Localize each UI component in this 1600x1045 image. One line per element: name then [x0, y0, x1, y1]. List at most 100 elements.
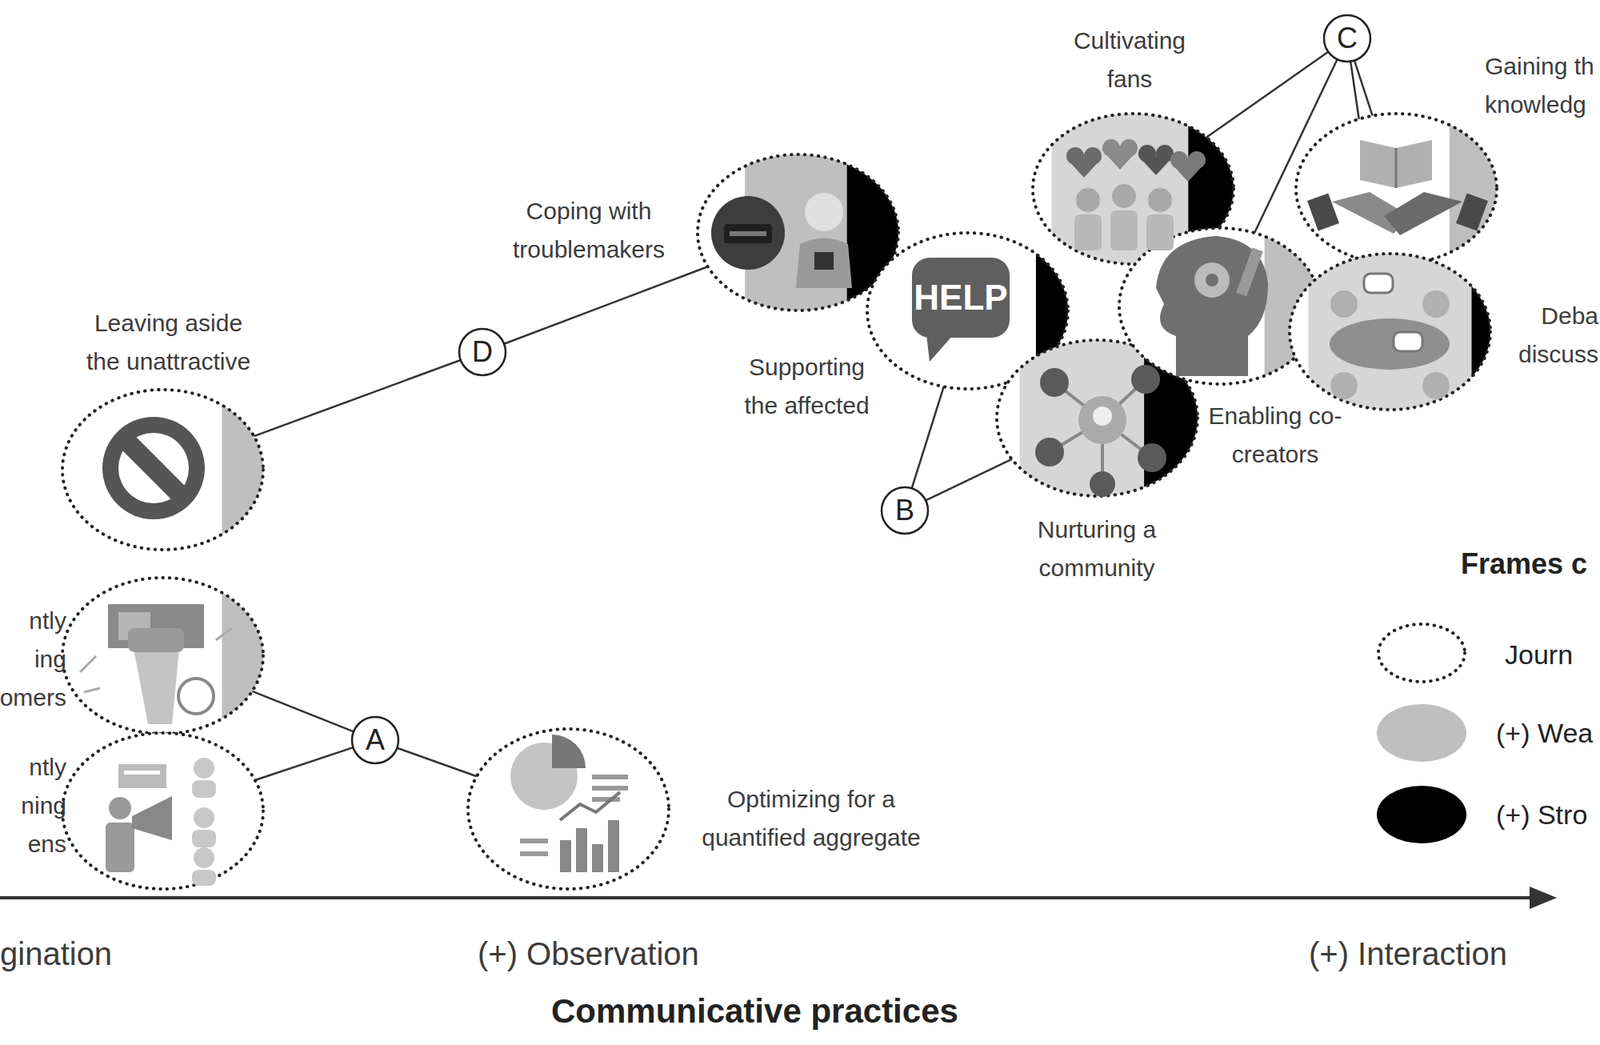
axis-line: [0, 896, 1535, 900]
axis-title: Communicative practices: [551, 992, 959, 1031]
legend-label: Journ: [1504, 636, 1573, 672]
callout-letter: B: [880, 485, 930, 536]
icon-shape: [592, 774, 628, 780]
icon-shape: [912, 257, 1010, 338]
icon-shape: [1456, 192, 1488, 231]
axis-label: (+) Observation: [477, 936, 700, 972]
axis-label: gination: [0, 936, 112, 972]
icon-shape: [1066, 158, 1102, 178]
frame-ellipse: ntly ning ens: [60, 731, 265, 891]
icon-shape: [1112, 184, 1136, 208]
node-outline: [1117, 226, 1322, 386]
icon-shape: [804, 192, 844, 232]
leader-line: [1206, 52, 1328, 138]
icon-shape: [128, 628, 184, 652]
icon-shape: [1138, 144, 1156, 163]
icon-shape: [1074, 214, 1102, 251]
icon-shape: [592, 785, 628, 791]
axis-label: (+) Interaction: [1308, 936, 1508, 972]
icon-shape: [724, 224, 772, 244]
icon-shape: [560, 792, 620, 820]
node-outline: [466, 727, 671, 891]
icon-shape: [592, 844, 604, 872]
icon-shape: [1148, 188, 1172, 212]
leader-line: [255, 747, 354, 780]
callout-circle: C: [1322, 13, 1372, 64]
icon-shape: [178, 678, 214, 714]
icon-shape: [118, 612, 151, 640]
icon-shape: [1092, 406, 1112, 426]
dotted-outline: [62, 389, 264, 550]
icon-shape: [102, 416, 205, 520]
icon-shape: [1384, 192, 1463, 236]
leader-line: [925, 459, 1012, 501]
callout-circle: B: [880, 485, 930, 536]
icon-shape: [1205, 273, 1219, 287]
legend-swatch: [1376, 785, 1467, 844]
icon-shape: [1170, 162, 1206, 182]
leader-line: [504, 266, 708, 344]
icon-shape: [1360, 140, 1432, 188]
frame-ellipse: Coping with troublemakers: [696, 152, 900, 312]
icon-shape: [132, 640, 180, 724]
icon-shape: [926, 334, 954, 362]
leader-line: [912, 386, 944, 488]
frame-label: ntly ing omers: [0, 601, 67, 717]
icon-shape: [576, 828, 588, 872]
dotted-outline: [1289, 253, 1491, 410]
node-outline: [1294, 112, 1499, 266]
legend-label: (+) Stro: [1496, 796, 1588, 832]
icon-shape: [729, 231, 767, 236]
icon-shape: [1364, 273, 1393, 293]
icon-shape: [1102, 139, 1120, 157]
icon-shape: [112, 427, 195, 509]
frame-ellipse: Deba discuss: [1288, 252, 1492, 412]
icon-shape: [1188, 151, 1206, 169]
icon-shape: [193, 847, 215, 868]
legend-label: (+) Wea: [1496, 715, 1593, 751]
icon-shape: [105, 822, 135, 872]
icon-shape: [1137, 443, 1167, 472]
icon-shape: [1110, 210, 1138, 251]
icon-shape: [560, 840, 572, 872]
icon-shape: [1076, 188, 1100, 212]
dotted-outline: [1296, 113, 1497, 264]
frame-label: Leaving aside the unattractive: [78, 304, 259, 381]
icon-shape: [510, 742, 578, 810]
frame-ellipse: ntly ing omers: [60, 576, 265, 736]
icon-shape: [193, 757, 215, 779]
icon-shape: [1393, 332, 1423, 352]
ellipse-fill: [62, 732, 264, 889]
frame-label: Optimizing for a quantified aggregate: [691, 780, 932, 857]
icon-shape: [1078, 396, 1127, 444]
icon-shape: [814, 252, 834, 270]
icon-shape: [108, 796, 132, 820]
legend-title: Frames c: [1460, 547, 1588, 581]
icon-shape: [1146, 214, 1174, 251]
icon-shape: [1395, 148, 1398, 188]
weak-shade: [221, 388, 265, 552]
frame-label: Coping with troublemakers: [500, 192, 677, 269]
ellipse-fill: [468, 728, 669, 889]
icon-shape: [1084, 147, 1102, 165]
legend-swatch: [1376, 704, 1467, 762]
dotted-outline: [468, 728, 669, 889]
icon-shape: [592, 796, 620, 802]
icon-shape: [80, 628, 232, 692]
frame-ellipse: Leaving aside the unattractive: [60, 388, 265, 552]
icon-shape: [1170, 151, 1188, 169]
frame-label: Enabling co-creators: [1203, 396, 1348, 474]
icon-shape: [124, 770, 160, 775]
icon-shape: [193, 807, 215, 828]
bubble-text: HELP: [912, 278, 1010, 317]
callout-letter: A: [350, 715, 400, 765]
frame-label: Cultivating fans: [1057, 21, 1202, 99]
icon-shape: [520, 851, 548, 856]
frame-label: Supporting the affected: [732, 348, 881, 425]
icon-shape: [1330, 372, 1358, 400]
node-outline: [60, 388, 265, 552]
icon-shape: [1422, 290, 1450, 318]
frame-label: ntly ning ens: [0, 748, 67, 864]
